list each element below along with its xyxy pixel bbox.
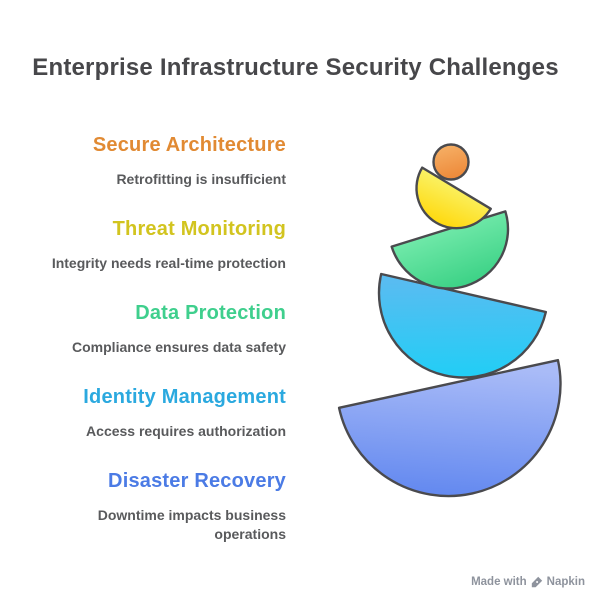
watermark-brand: Napkin bbox=[546, 576, 585, 588]
item-caption: Integrity needs real-time protection bbox=[51, 255, 286, 271]
list-item-identity-management: Identity Management Access requires auth… bbox=[40, 385, 286, 441]
item-caption: Compliance ensures data safety bbox=[72, 339, 286, 355]
napkin-pen-icon bbox=[531, 576, 542, 588]
threat-monitoring-bowl bbox=[415, 166, 492, 230]
item-heading: Identity Management bbox=[83, 386, 286, 408]
item-heading: Secure Architecture bbox=[92, 134, 286, 156]
item-caption: Downtime impacts business operations bbox=[97, 507, 286, 542]
data-protection-bowl bbox=[390, 210, 510, 290]
list-item-secure-architecture: Secure Architecture Retrofitting is insu… bbox=[40, 133, 286, 189]
list-item-data-protection: Data Protection Compliance ensures data … bbox=[40, 301, 286, 357]
list-item-disaster-recovery: Disaster Recovery Downtime impacts busin… bbox=[40, 469, 286, 544]
list-item-threat-monitoring: Threat Monitoring Integrity needs real-t… bbox=[40, 217, 286, 273]
identity-management-bowl bbox=[377, 272, 548, 379]
disaster-recovery-bowl bbox=[337, 358, 562, 498]
page-title: Enterprise Infrastructure Security Chall… bbox=[32, 54, 559, 81]
secure-architecture-ball bbox=[432, 143, 470, 181]
item-caption: Access requires authorization bbox=[86, 423, 286, 439]
item-heading: Data Protection bbox=[135, 302, 286, 324]
napkin-watermark-link[interactable]: Made with Napkin bbox=[471, 576, 585, 588]
item-heading: Disaster Recovery bbox=[108, 470, 286, 492]
stacked-bowls-graphic bbox=[337, 143, 562, 498]
item-caption: Retrofitting is insufficient bbox=[116, 171, 286, 187]
watermark-prefix: Made with bbox=[471, 576, 527, 588]
item-heading: Threat Monitoring bbox=[112, 218, 286, 240]
item-list: Secure Architecture Retrofitting is insu… bbox=[40, 133, 286, 572]
